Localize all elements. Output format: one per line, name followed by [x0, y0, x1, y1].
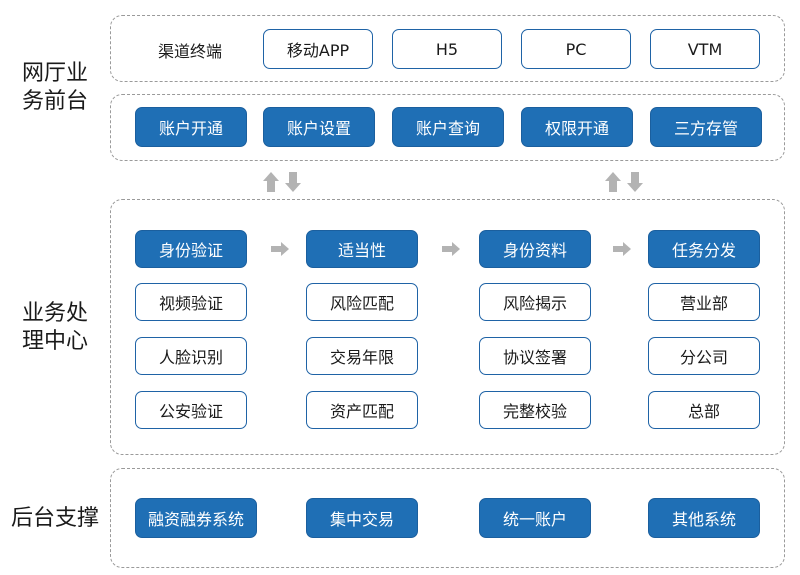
header-suitability: 适当性 — [306, 230, 418, 268]
up-arrow-icon — [263, 172, 279, 192]
backend-label: 后台支撑 — [10, 506, 99, 531]
system-unified-account: 统一账户 — [479, 498, 591, 538]
item-police-verification: 公安验证 — [135, 391, 247, 429]
channel-vtm: VTM — [650, 29, 760, 69]
updown-arrows-left — [263, 172, 301, 192]
header-identity-materials: 身份资料 — [479, 230, 591, 268]
right-arrow-icon — [442, 242, 460, 256]
item-branch-office: 营业部 — [648, 283, 760, 321]
front-function-section — [110, 94, 785, 161]
item-risk-disclosure: 风险揭示 — [479, 283, 591, 321]
business-center-label-line2: 理中心 — [21, 329, 88, 354]
item-face-recognition: 人脸识别 — [135, 337, 247, 375]
function-account-settings: 账户设置 — [263, 107, 375, 147]
system-other: 其他系统 — [648, 498, 760, 538]
item-trading-years: 交易年限 — [306, 337, 418, 375]
channel-label: 渠道终端 — [157, 42, 222, 61]
down-arrow-icon — [285, 172, 301, 192]
down-arrow-icon — [627, 172, 643, 192]
item-risk-matching: 风险匹配 — [306, 283, 418, 321]
header-identity-verification: 身份验证 — [135, 230, 247, 268]
function-account-query: 账户查询 — [392, 107, 504, 147]
business-processing-section — [110, 199, 785, 455]
function-account-open: 账户开通 — [135, 107, 247, 147]
item-integrity-check: 完整校验 — [479, 391, 591, 429]
channel-h5: H5 — [392, 29, 502, 69]
item-headquarters: 总部 — [648, 391, 760, 429]
business-center-label-line1: 业务处 — [21, 301, 88, 326]
right-arrow-icon — [271, 242, 289, 256]
front-office-label: 网厅业 务前台 — [10, 60, 100, 116]
business-center-label: 业务处 理中心 — [10, 300, 100, 356]
front-office-label-line2: 务前台 — [21, 89, 88, 114]
up-arrow-icon — [605, 172, 621, 192]
item-asset-matching: 资产匹配 — [306, 391, 418, 429]
item-agreement-signing: 协议签署 — [479, 337, 591, 375]
channel-mobile-app: 移动APP — [263, 29, 373, 69]
right-arrow-icon — [613, 242, 631, 256]
backend-section — [110, 468, 785, 568]
item-subsidiary: 分公司 — [648, 337, 760, 375]
channel-section — [110, 15, 785, 82]
function-third-party-custody: 三方存管 — [650, 107, 762, 147]
front-office-label-line1: 网厅业 — [21, 61, 88, 86]
item-video-verification: 视频验证 — [135, 283, 247, 321]
function-permission-open: 权限开通 — [521, 107, 633, 147]
header-task-dispatch: 任务分发 — [648, 230, 760, 268]
updown-arrows-right — [605, 172, 643, 192]
system-centralized-trading: 集中交易 — [306, 498, 418, 538]
system-margin-trading: 融资融券系统 — [135, 498, 257, 538]
channel-pc: PC — [521, 29, 631, 69]
